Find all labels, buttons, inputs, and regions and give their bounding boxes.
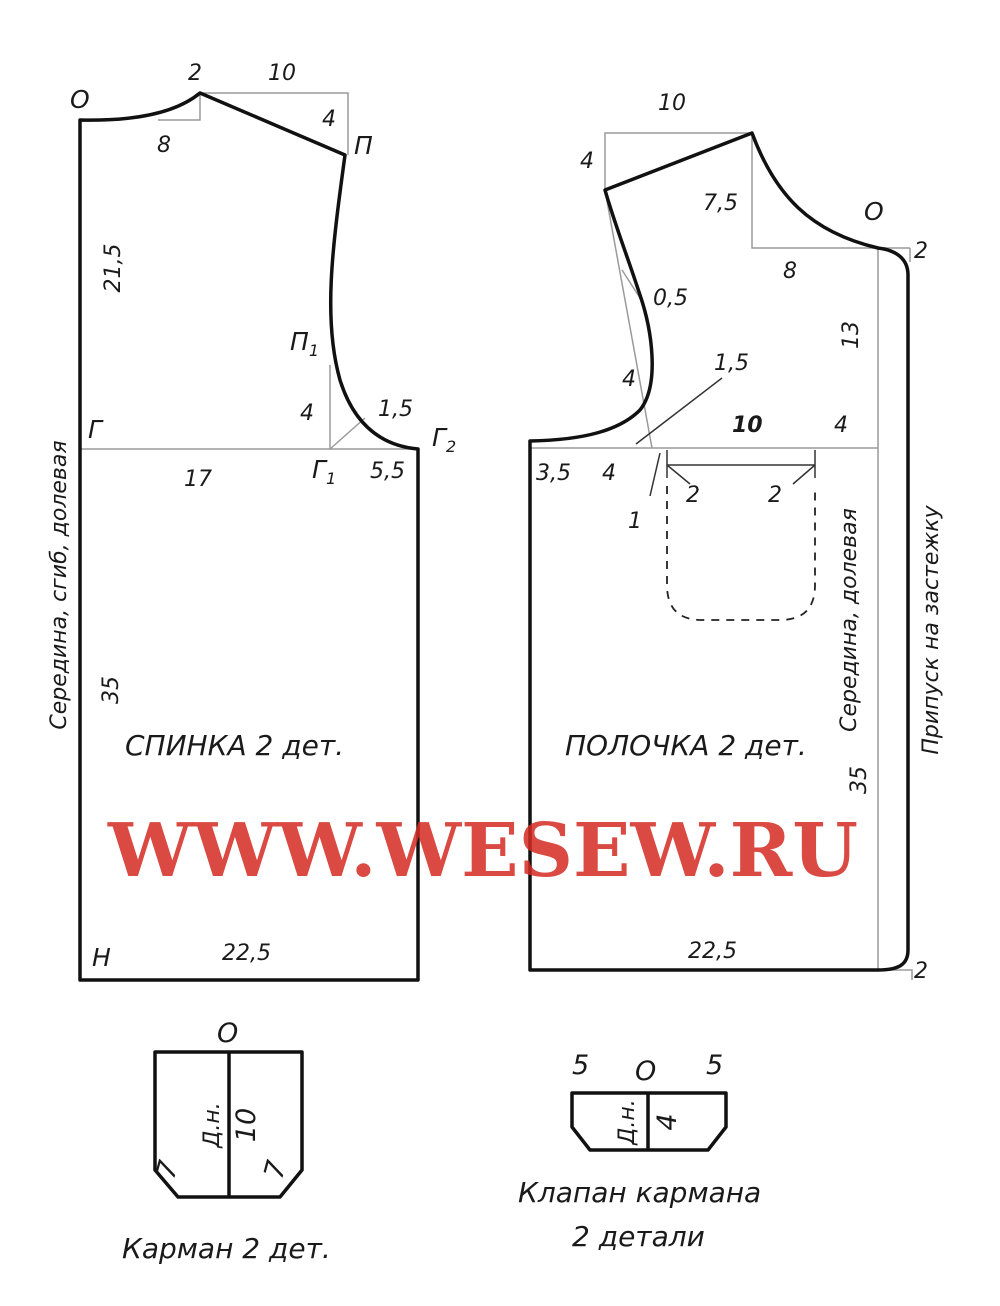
- front-dim-hem: 22,5: [688, 939, 737, 964]
- front-dim-neck-w: 8: [783, 259, 797, 284]
- pocket-grain-label: Д.н.: [200, 1102, 225, 1149]
- front-center-label: Середина, долевая: [837, 508, 862, 732]
- back-point-g: Г: [88, 415, 104, 444]
- front-shoulder-guide: [604, 132, 752, 190]
- pocket-piece: О Д.н. 10 7 7 Карман 2 дет.: [122, 1018, 331, 1265]
- back-point-g2: Г2: [432, 423, 456, 456]
- front-armhole-inner: [621, 269, 641, 299]
- front-leader-15: [635, 377, 723, 445]
- back-point-p: П: [354, 131, 373, 160]
- front-dim-g-side: 3,5: [536, 461, 571, 486]
- back-side-label: Середина, сгиб, долевая: [47, 440, 72, 729]
- flap-left-label: 5: [572, 1050, 589, 1081]
- back-point-p1-sub: 1: [309, 341, 319, 360]
- front-pocket-dashed: [666, 486, 816, 621]
- front-outline: [528, 131, 910, 972]
- front-dim-pocket-l: 2: [686, 483, 700, 508]
- front-dim-neck-depth: 7,5: [703, 191, 738, 216]
- front-dim-shoulder-w: 10: [658, 91, 686, 116]
- pocket-height-label: 10: [231, 1108, 262, 1142]
- front-placket-label: Припуск на застежку: [919, 504, 944, 754]
- flap-grain-label: Д.н.: [615, 1099, 640, 1146]
- flap-caption-2: 2 детали: [572, 1220, 705, 1253]
- back-title: СПИНКА 2 дет.: [125, 729, 344, 762]
- front-dim-g-1: 1: [628, 509, 642, 534]
- flap-right-label: 5: [706, 1050, 723, 1081]
- front-pocket-tick-r: [792, 450, 816, 485]
- front-dim-offset-bottom: 2: [914, 959, 928, 984]
- pocket-top-label: О: [217, 1018, 238, 1049]
- back-dim-shoulder-drop: 4: [322, 107, 336, 132]
- flap-top-label: О: [635, 1056, 656, 1087]
- pocket-caption: Карман 2 дет.: [122, 1232, 331, 1265]
- back-curve-guide: [329, 417, 366, 450]
- pocket-right-label: 7: [259, 1157, 293, 1182]
- front-dim-pocket-w: 10: [732, 413, 763, 438]
- front-leader-1: [649, 452, 661, 497]
- watermark-text: WWW.WESEW.RU: [107, 808, 858, 894]
- front-dim-g-4: 4: [602, 461, 616, 486]
- back-point-g2-sub: 2: [446, 437, 456, 456]
- back-dim-curve: 1,5: [378, 397, 413, 422]
- back-piece: О 2 10 8 4 П 21,5 П1 4 1,5 Г Г2 17 Г1 5,…: [47, 61, 456, 982]
- front-dim-shoulder-drop: 4: [580, 149, 594, 174]
- back-dim-g1-g2: 5,5: [370, 459, 405, 484]
- front-armhole-guide: [604, 189, 653, 449]
- pocket-left-label: 7: [151, 1157, 185, 1182]
- back-shoulder-guide: [200, 92, 349, 155]
- back-dim-length: 35: [99, 676, 124, 704]
- flap-height-label: 4: [652, 1113, 683, 1130]
- front-neck-guide: [751, 133, 878, 249]
- back-point-g2-letter: Г: [432, 423, 448, 452]
- front-point-o: О: [864, 197, 884, 226]
- pocket-outline: [153, 1050, 304, 1199]
- front-dim-length: 35: [847, 766, 872, 794]
- back-neck-guide: [158, 93, 201, 121]
- front-dim-armhole-4: 4: [622, 367, 636, 392]
- back-dim-hem: 22,5: [222, 941, 271, 966]
- front-title: ПОЛОЧКА 2 дет.: [565, 729, 807, 762]
- front-dim-pocket-r: 2: [768, 483, 782, 508]
- back-dim-p1-g1: 4: [300, 401, 314, 426]
- back-point-p1-letter: П: [290, 327, 309, 356]
- flap-caption-1: Клапан кармана: [518, 1176, 761, 1209]
- front-pocket-tick-l: [666, 450, 691, 485]
- back-point-p1: П1: [290, 327, 319, 360]
- back-outline: [78, 91, 420, 982]
- back-dim-armhole-h: 21,5: [101, 244, 126, 293]
- front-piece: 10 4 7,5 О 2 8 0,5 13 1,5 4 10 4 3,5 4 2…: [528, 91, 944, 984]
- flap-piece: 5 О 5 Д.н. 4 Клапан кармана 2 детали: [518, 1050, 761, 1253]
- back-dim-shoulder-w: 10: [268, 61, 296, 86]
- back-dim-neck-h: 2: [188, 61, 202, 86]
- back-point-g1-letter: Г: [312, 455, 328, 484]
- front-dim-armhole-in: 0,5: [653, 286, 688, 311]
- back-point-g1: Г1: [312, 455, 336, 488]
- front-dim-offset-top: 2: [914, 239, 928, 264]
- front-dim-curve: 1,5: [714, 351, 749, 376]
- back-point-g1-sub: 1: [326, 469, 336, 488]
- back-point-o: О: [70, 85, 90, 114]
- back-point-n: Н: [92, 943, 111, 972]
- back-dim-chest-half: 17: [184, 467, 212, 492]
- front-dim-pocket-gap: 4: [834, 413, 848, 438]
- back-dim-neck-w: 8: [157, 133, 171, 158]
- front-dim-side-h: 13: [839, 321, 864, 349]
- flap-outline: [570, 1091, 728, 1152]
